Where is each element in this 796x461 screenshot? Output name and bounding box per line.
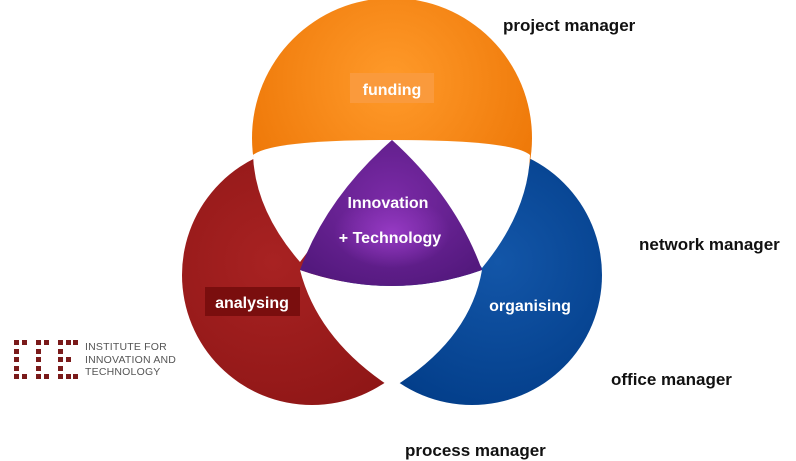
overlap-left-right [300,270,482,388]
logo-text-line3: TECHNOLOGY [85,366,161,378]
funding-label-box [350,73,434,103]
analysing-label-box [205,287,300,316]
role-process-manager: process manager [405,441,546,460]
center-glow [334,196,450,268]
institute-logo: INSTITUTE FOR INNOVATION AND TECHNOLOGY [14,340,190,382]
organising-label: organising [489,298,571,315]
overlap-top-left [253,140,392,262]
logo-text-line1: INSTITUTE FOR [85,341,167,353]
center-label-line2: + Technology [339,230,441,247]
role-project-manager: project manager [503,16,636,35]
funding-label: funding [363,82,422,99]
overlap-top-right [392,140,530,268]
role-network-manager: network manager [639,235,780,254]
center-label-line1: Innovation [348,195,429,212]
iit-logo-mark-icon [14,340,78,379]
role-office-manager: office manager [611,370,732,389]
logo-text-line2: INNOVATION AND [85,353,177,366]
analysing-label: analysing [215,295,289,312]
